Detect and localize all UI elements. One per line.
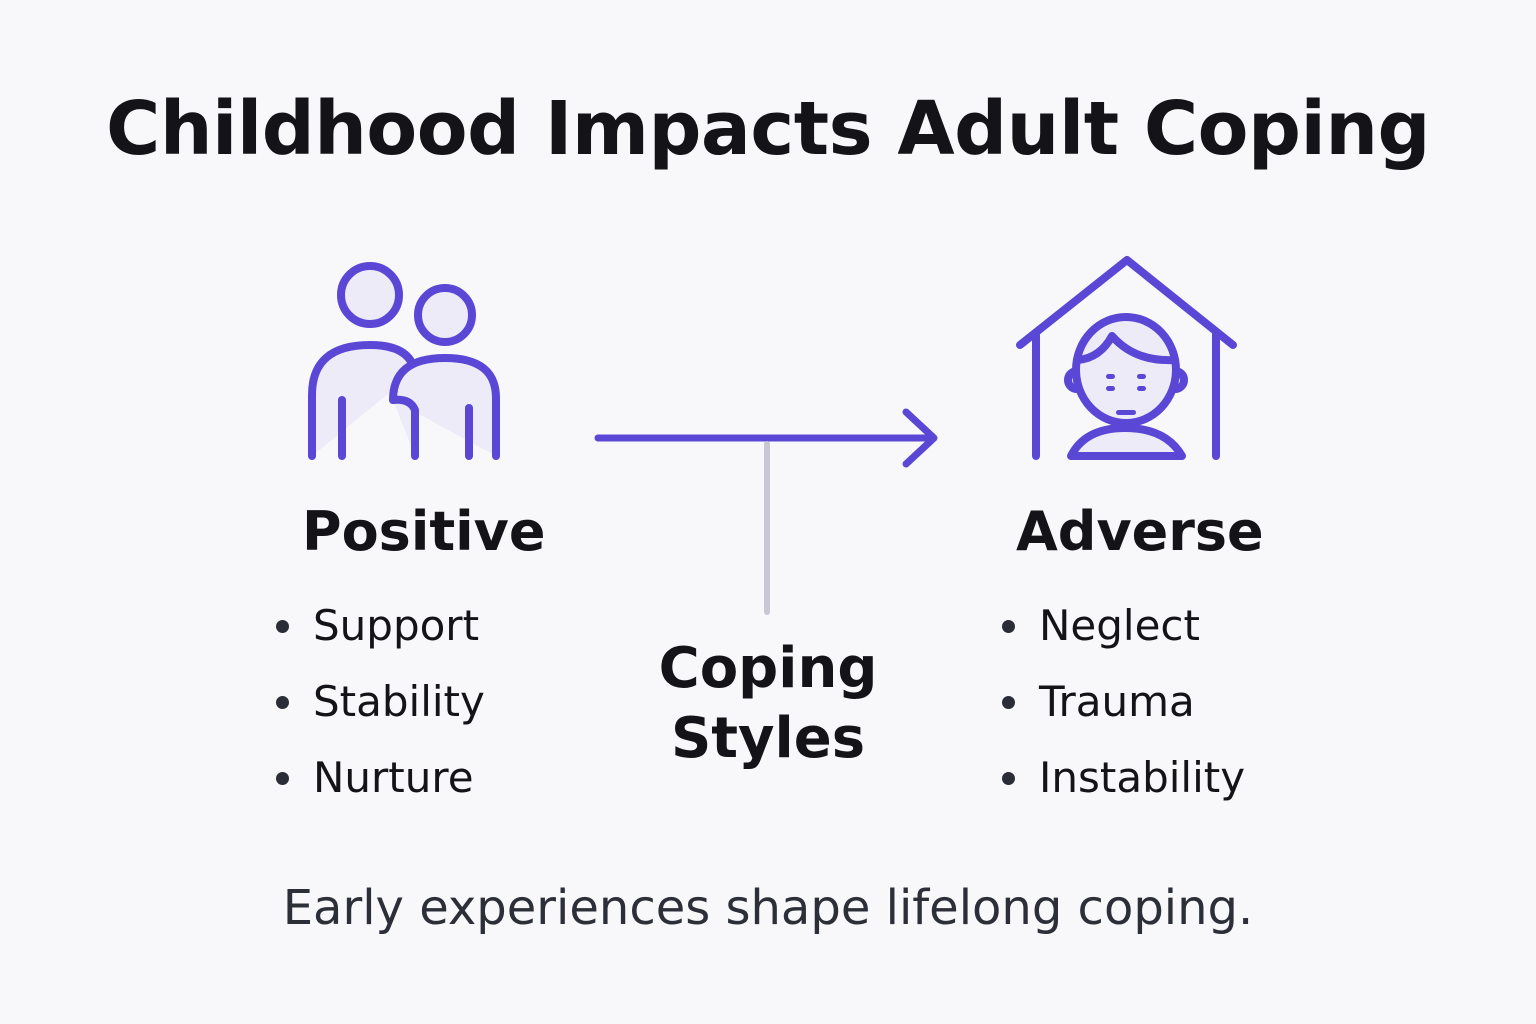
adverse-list: Neglect Trauma Instability <box>1002 588 1245 816</box>
list-item: Support <box>276 588 485 664</box>
caption: Early experiences shape lifelong coping. <box>282 880 1254 936</box>
bullet-icon <box>276 771 289 785</box>
positive-list: Support Stability Nurture <box>276 588 485 816</box>
diagram-title: Childhood Impacts Adult Coping <box>106 86 1430 172</box>
list-item-label: Neglect <box>1039 601 1200 650</box>
adverse-heading: Adverse <box>1016 500 1264 563</box>
bullet-icon <box>276 695 289 709</box>
list-item-label: Nurture <box>313 753 474 802</box>
bullet-icon <box>1002 695 1015 709</box>
list-item-label: Support <box>313 601 480 650</box>
list-item: Instability <box>1002 740 1245 816</box>
positive-heading: Positive <box>302 500 546 563</box>
list-item: Trauma <box>1002 664 1245 740</box>
list-item-label: Trauma <box>1039 677 1195 726</box>
list-item: Stability <box>276 664 485 740</box>
list-item: Nurture <box>276 740 485 816</box>
list-item-label: Instability <box>1039 753 1246 802</box>
bullet-icon <box>1002 619 1015 633</box>
arrow-right <box>594 408 938 468</box>
child-face <box>1106 374 1146 415</box>
list-item: Neglect <box>1002 588 1245 664</box>
bullet-icon <box>1002 771 1015 785</box>
family-icon <box>308 262 500 460</box>
coping-styles-label: Coping Styles <box>618 634 918 774</box>
coping-line-1: Coping <box>658 636 878 701</box>
bullet-icon <box>276 619 289 633</box>
child-in-house-icon <box>1016 256 1237 460</box>
coping-line-2: Styles <box>670 706 866 771</box>
list-item-label: Stability <box>313 677 485 726</box>
